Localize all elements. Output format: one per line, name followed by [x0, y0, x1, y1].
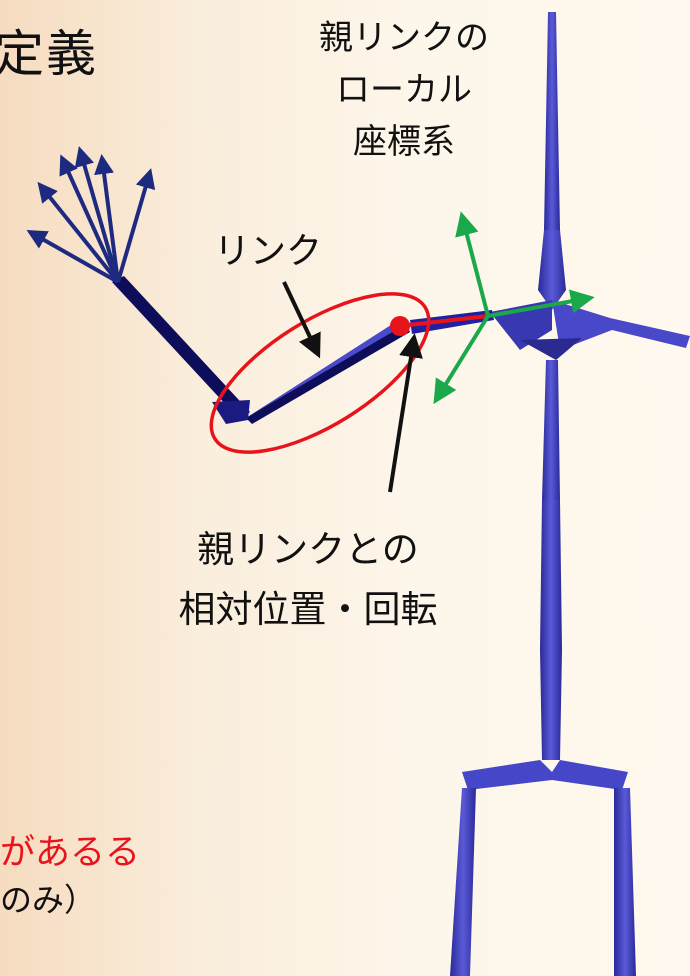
joint-dot: [390, 316, 410, 336]
torso-upper-bone: [542, 360, 560, 500]
finger-2: [37, 181, 120, 284]
finger-3: [59, 154, 120, 283]
torso-lower-bone: [540, 500, 562, 650]
chest-bone: [520, 338, 582, 360]
link-pointer-arrow: [282, 281, 321, 359]
pelvis-bone: [540, 650, 562, 760]
link-label: リンク: [214, 231, 323, 272]
right-leg-bone: [614, 788, 636, 976]
relative-transform-label: 親リンクとの 相対位置・回転: [138, 520, 478, 640]
hip-bone: [462, 760, 628, 790]
link-highlight-ellipse: [209, 292, 431, 454]
relative-line-2: 相対位置・回転: [178, 588, 438, 631]
left-leg-bone: [450, 788, 476, 976]
relative-line-1: 親リンクとの: [197, 528, 419, 571]
axis-arrow-down: [433, 314, 490, 405]
wrist-bone: [212, 400, 250, 424]
finger-4: [74, 146, 120, 283]
finger-6: [116, 168, 156, 283]
parent-frame-line-2: ローカル: [336, 70, 472, 110]
axis-arrow-up: [455, 211, 490, 317]
finger-1: [26, 230, 119, 284]
relative-pointer-arrow: [388, 333, 423, 493]
slide-title-fragment: 定義: [0, 25, 98, 83]
relative-offset-line: [399, 314, 489, 328]
forearm-link-shade: [246, 318, 406, 418]
finger-5: [94, 154, 120, 283]
neck-bone: [538, 230, 566, 310]
axis-arrow-right: [487, 289, 595, 318]
parent-frame-line-3: 座標系: [353, 122, 455, 162]
hand-bone: [112, 276, 250, 420]
head-bone: [544, 12, 560, 230]
parent-frame-line-1: 親リンクの: [319, 18, 489, 58]
note-text-fragment: のみ）: [0, 881, 97, 919]
red-text-fragment: があるる: [0, 833, 141, 873]
parent-local-frame-label: 親リンクの ローカル 座標系: [285, 12, 523, 168]
